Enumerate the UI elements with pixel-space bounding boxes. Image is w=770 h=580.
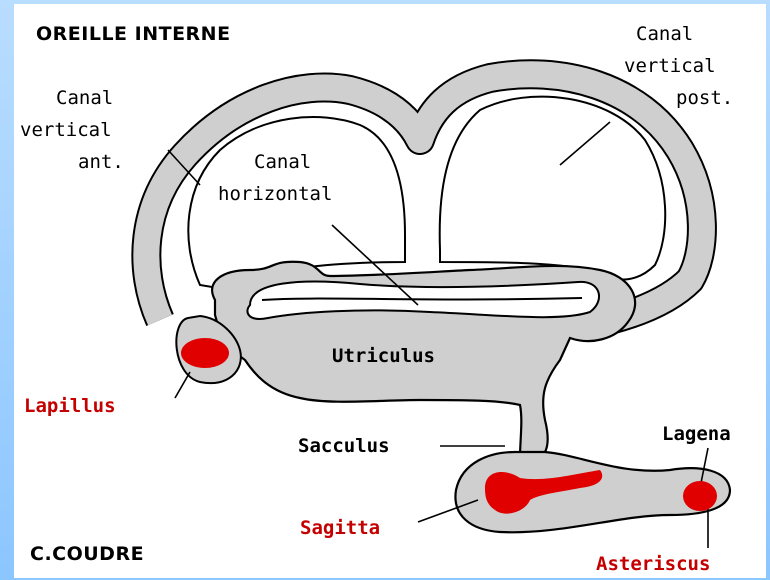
label-canal-vertical-ant-2: vertical <box>20 119 112 141</box>
asteriscus-otolith <box>683 481 717 511</box>
credit-label: C.COUDRE <box>30 543 144 565</box>
label-canal-vertical-ant-1: Canal <box>56 87 113 109</box>
label-canal-vertical-post-3: post. <box>676 87 733 109</box>
label-lagena: Lagena <box>662 423 731 445</box>
label-canal-vertical-post-1: Canal <box>636 23 693 45</box>
canal-vertical-post-lumen <box>440 97 666 280</box>
label-canal-vertical-ant-3: ant. <box>78 151 124 173</box>
diagram-title: OREILLE INTERNE <box>36 23 231 45</box>
label-utriculus: Utriculus <box>332 345 435 367</box>
label-canal-vertical-post-2: vertical <box>624 55 716 77</box>
label-canal-horizontal-1: Canal <box>254 151 311 173</box>
lapillus-otolith <box>181 338 229 368</box>
label-sagitta: Sagitta <box>300 517 380 539</box>
label-lapillus: Lapillus <box>24 395 116 417</box>
label-canal-horizontal-2: horizontal <box>218 183 332 205</box>
label-asteriscus: Asteriscus <box>596 553 710 575</box>
label-sacculus: Sacculus <box>298 435 390 457</box>
